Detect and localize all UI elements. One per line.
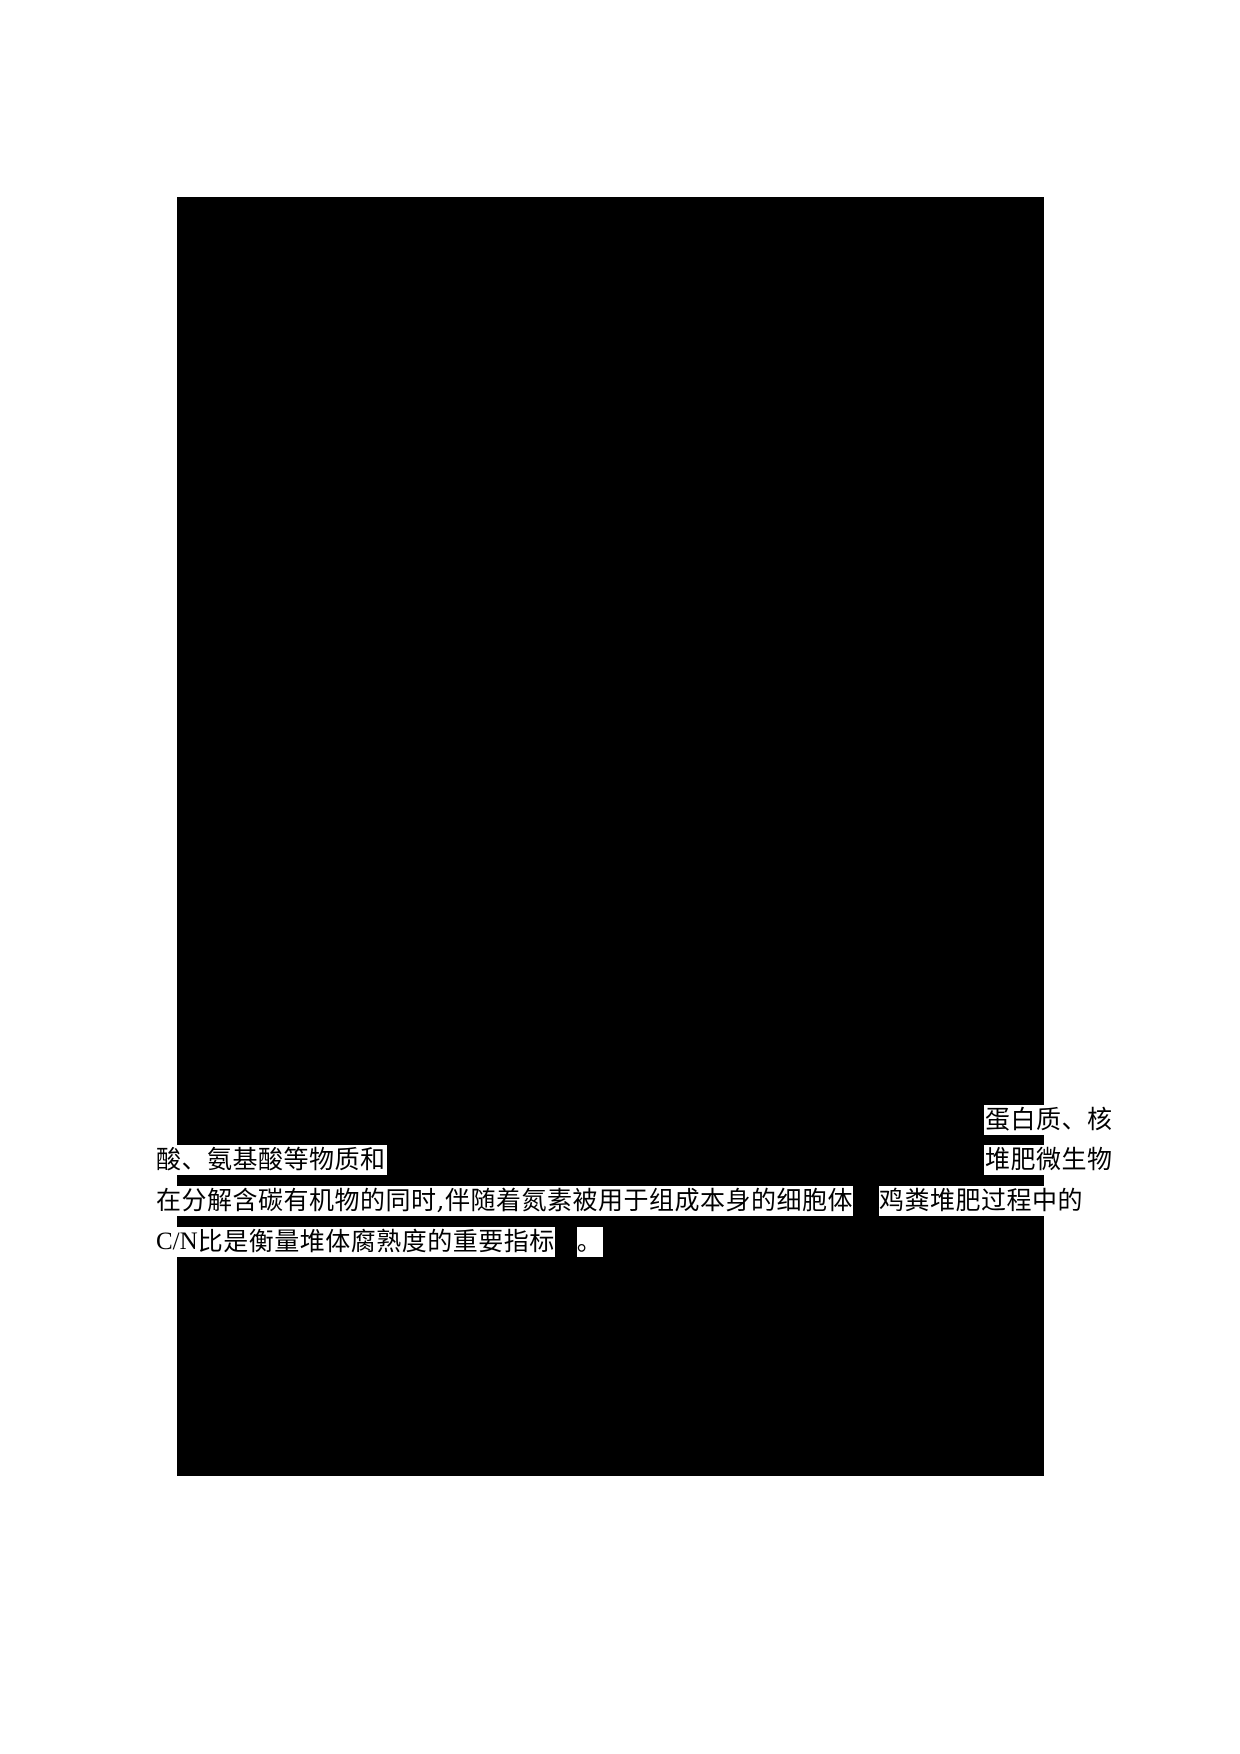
text-fragment-line3-a: 在分解含碳有机物的同时,伴随着氮素被用于组成本身的细胞体: [156, 1186, 853, 1216]
text-fragment-line1-a: 蛋白质、核: [985, 1105, 1113, 1135]
visible-text-line-4: C/N 比是衡量堆体腐熟度的重要指标 。: [155, 1227, 604, 1257]
visible-text-line-2-left: 酸、氨基酸等物质和: [155, 1145, 387, 1175]
inline-redaction-line4: [554, 1227, 577, 1257]
inline-redaction-line3: [852, 1186, 879, 1216]
text-fragment-line4-a: C/N: [156, 1227, 198, 1257]
visible-text-line-2-right: 堆肥微生物: [984, 1145, 1114, 1175]
visible-text-line-1: 蛋白质、核: [984, 1105, 1114, 1135]
redacted-body-region: [177, 197, 1044, 1476]
text-fragment-line4-b: 比是衡量堆体腐熟度的重要指标: [197, 1227, 555, 1257]
visible-text-line-3: 在分解含碳有机物的同时,伴随着氮素被用于组成本身的细胞体 鸡粪堆肥过程中的: [155, 1186, 1084, 1216]
text-fragment-line2-a: 酸、氨基酸等物质和: [156, 1145, 386, 1175]
text-fragment-line2-b: 堆肥微生物: [985, 1145, 1113, 1175]
text-fragment-line4-c: 。: [576, 1227, 603, 1257]
text-fragment-line3-b: 鸡粪堆肥过程中的: [878, 1186, 1083, 1216]
